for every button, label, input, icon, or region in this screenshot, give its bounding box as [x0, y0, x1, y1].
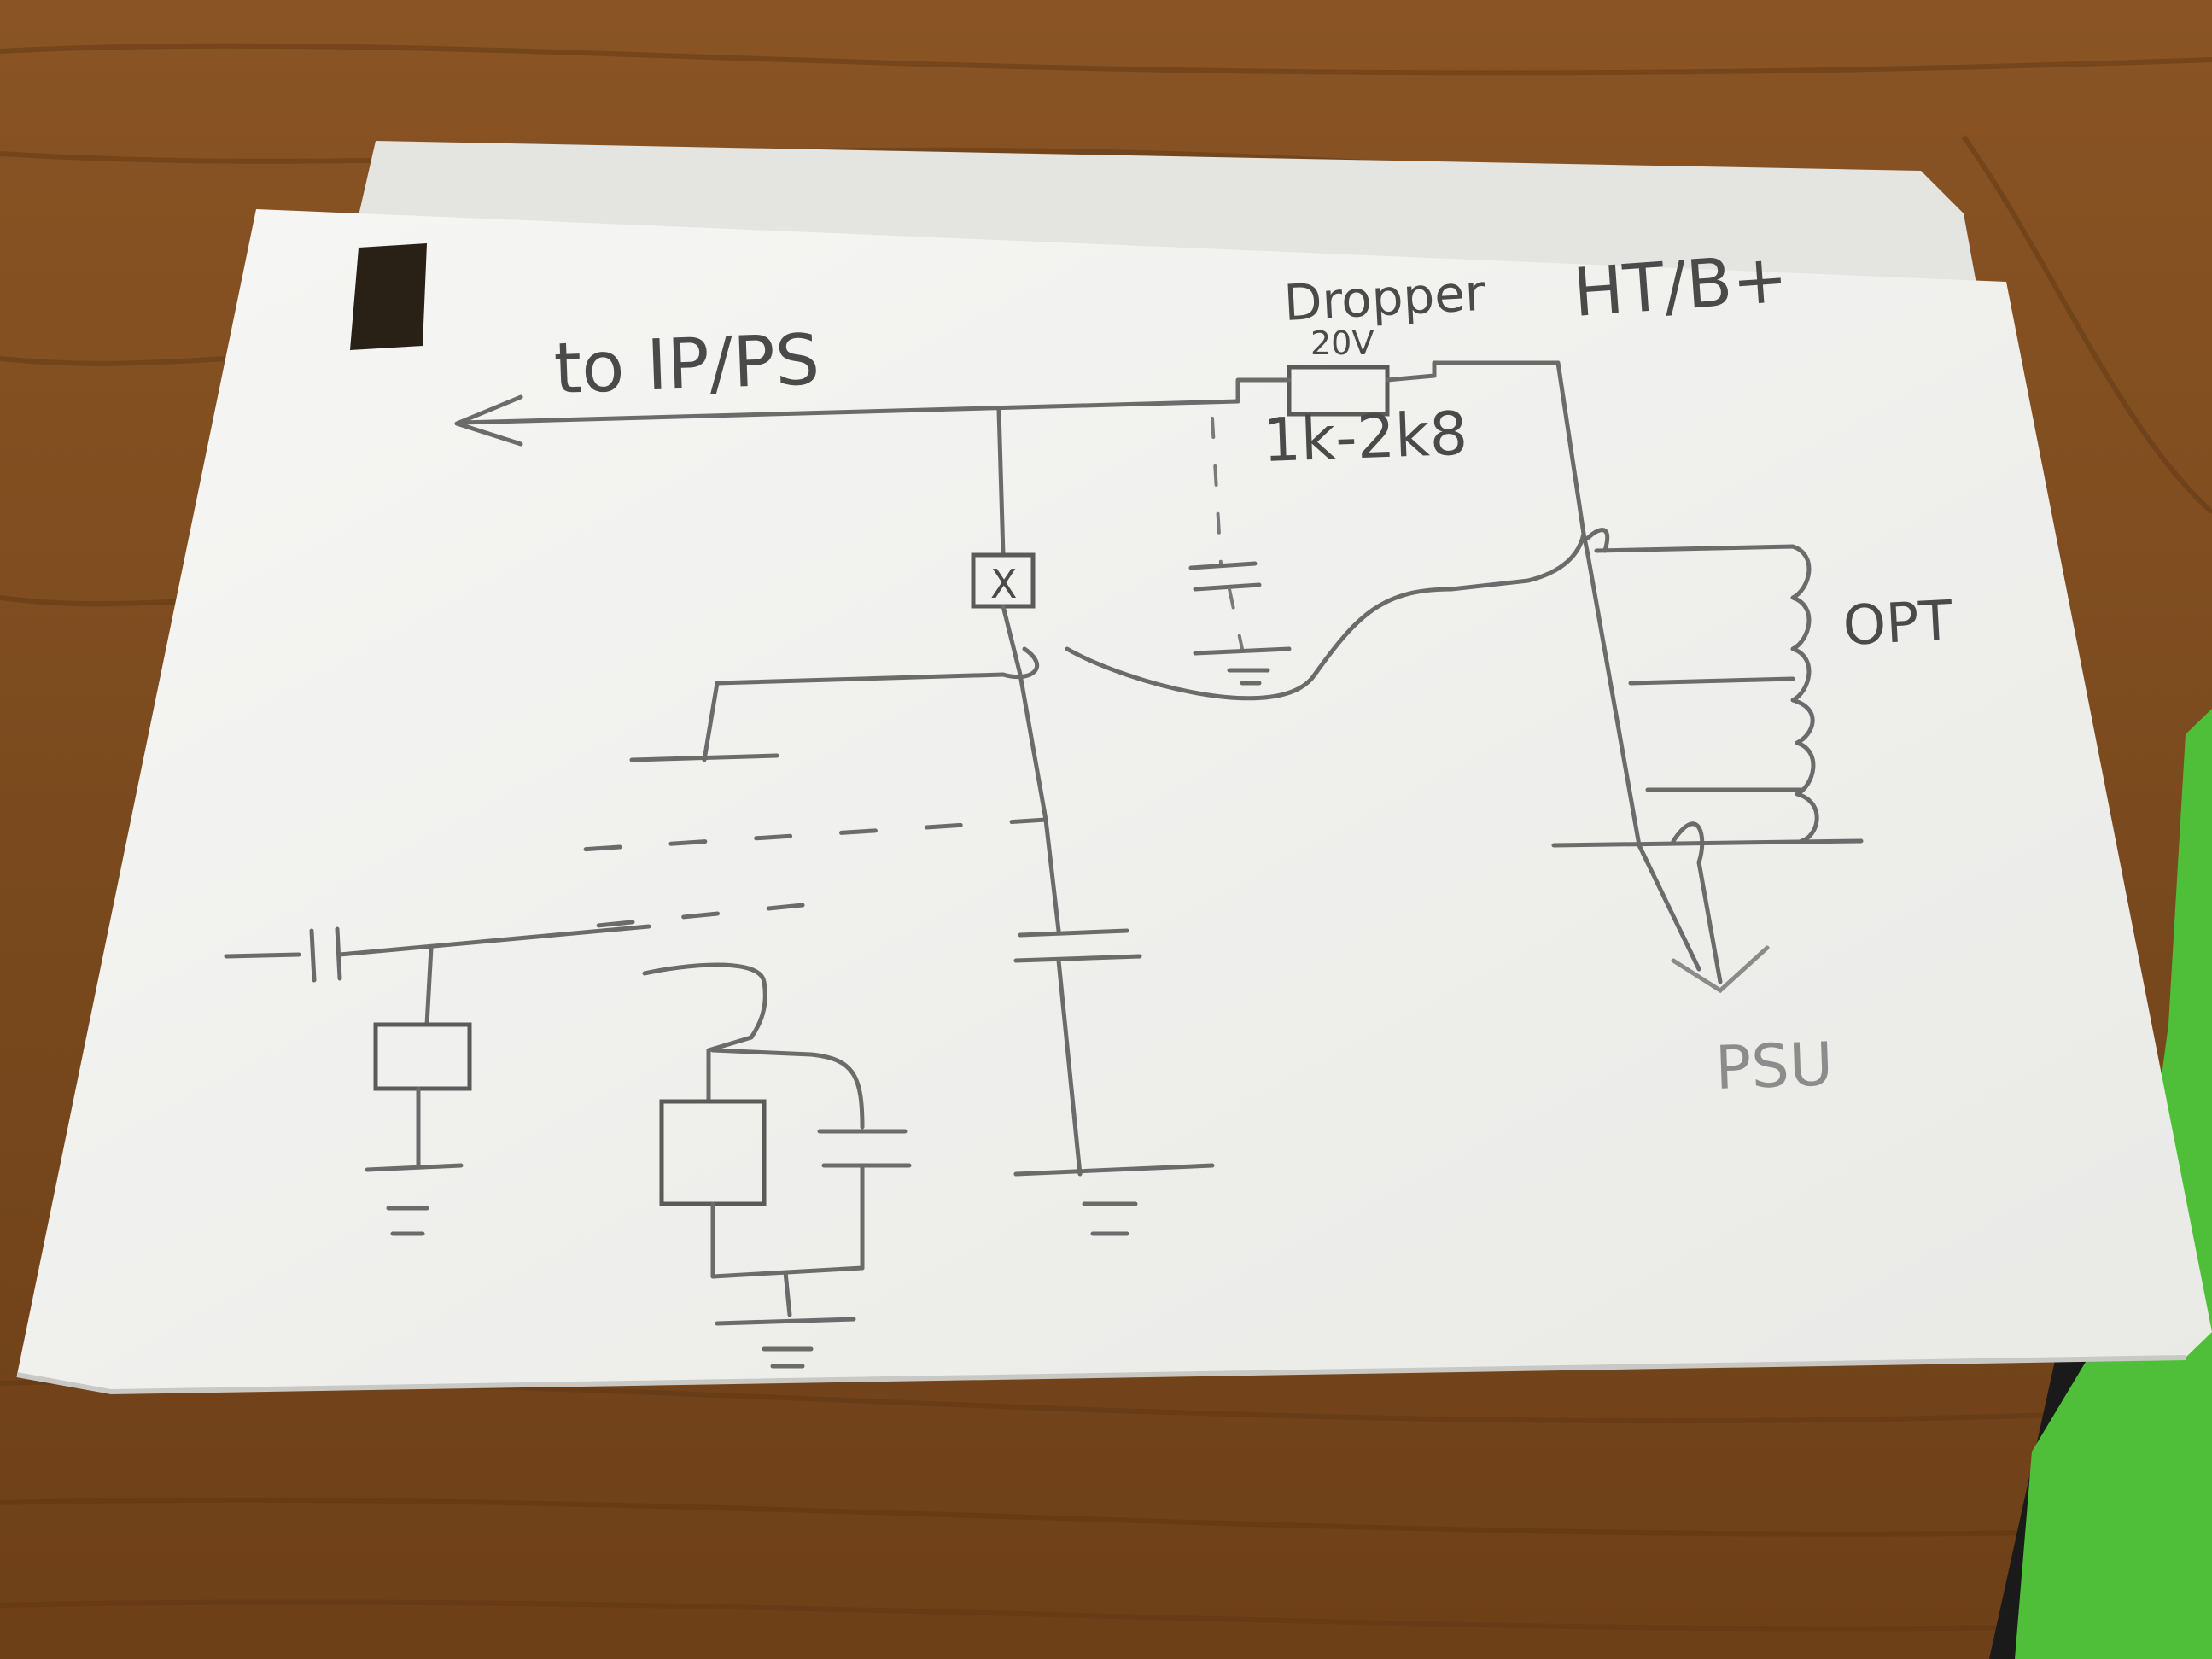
label-valve-x: X: [990, 561, 1018, 607]
ground-2: [1193, 646, 1292, 656]
ground-4: [715, 1317, 856, 1326]
label-to-ip-ps: to IP/PS: [552, 319, 820, 410]
label-dropper: Dropper: [1282, 264, 1486, 332]
dropper-resistor: [1287, 365, 1390, 417]
input-lead: [224, 952, 301, 959]
anode-line: [996, 407, 1006, 558]
label-opt: OPT: [1841, 589, 1955, 658]
label-resistor-value: 1k-2k8: [1262, 399, 1469, 476]
ht-rail: [1555, 360, 1586, 536]
opt-coil: [1594, 544, 1819, 844]
input-cap-plate-1: [309, 928, 317, 983]
psu-tap: [1585, 528, 1610, 553]
paper-edge-shadow: [16, 1355, 2186, 1395]
ht-line: [458, 399, 1240, 425]
coupling-cap-plate-1: [1018, 928, 1129, 938]
ground-3: [365, 1163, 464, 1172]
green-felt: [2015, 709, 2212, 1659]
label-psu: PSU: [1714, 1029, 1835, 1103]
label-ht-bplus: HT/B+: [1571, 241, 1790, 332]
torn-corner: [350, 243, 427, 350]
grid-bar: [629, 753, 779, 762]
grid-resistor: [373, 1022, 472, 1091]
dashed-line-2: [587, 903, 805, 929]
paper-sheet: [17, 209, 2212, 1392]
schematic: [224, 360, 1864, 1369]
psu-arrow: [1671, 945, 1770, 994]
coupling-cap-plate-2: [1013, 954, 1142, 963]
screen-curve: [1065, 531, 1586, 701]
arrow-left: [454, 394, 523, 447]
ground-1: [1013, 1163, 1215, 1177]
label-dropper-volts: 20V: [1310, 324, 1374, 362]
